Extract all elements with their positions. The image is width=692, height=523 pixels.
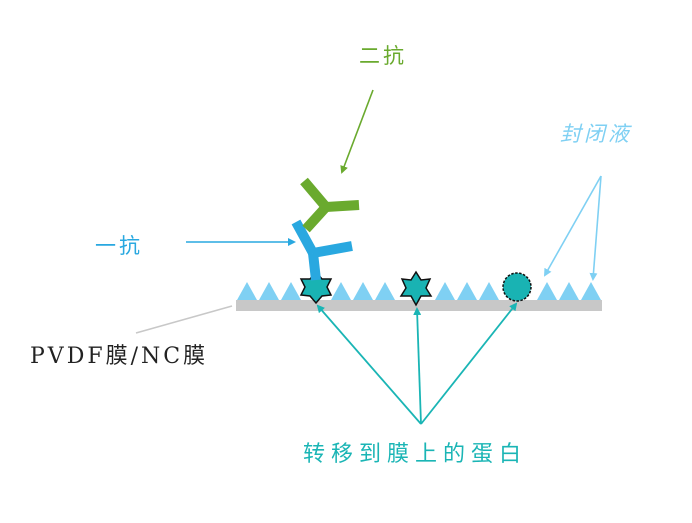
membrane-label: PVDF膜/NC膜	[30, 344, 209, 369]
protein-arrow-3	[420, 302, 518, 425]
membrane-arrow	[135, 305, 233, 334]
protein-star-2	[399, 270, 433, 307]
protein-star-1	[299, 270, 333, 305]
secondary-antibody-arrow	[340, 89, 374, 174]
protein-arrow-1	[316, 304, 422, 425]
secondary-antibody-shape	[300, 177, 360, 233]
membrane-bar	[236, 300, 602, 311]
protein-circle-3	[502, 272, 532, 302]
secondary-antibody-label: 二抗	[359, 44, 407, 68]
blocking-arrow-1	[544, 175, 602, 277]
blocking-arrow-2	[589, 175, 602, 281]
protein-arrow-2	[413, 307, 422, 425]
blocking-buffer-triangles	[237, 282, 601, 300]
blocking-buffer-label: 封闭液	[560, 122, 632, 146]
primary-antibody-shape	[291, 219, 353, 281]
transferred-protein-label: 转移到膜上的蛋白	[303, 442, 528, 467]
primary-antibody-label: 一抗	[95, 234, 143, 258]
